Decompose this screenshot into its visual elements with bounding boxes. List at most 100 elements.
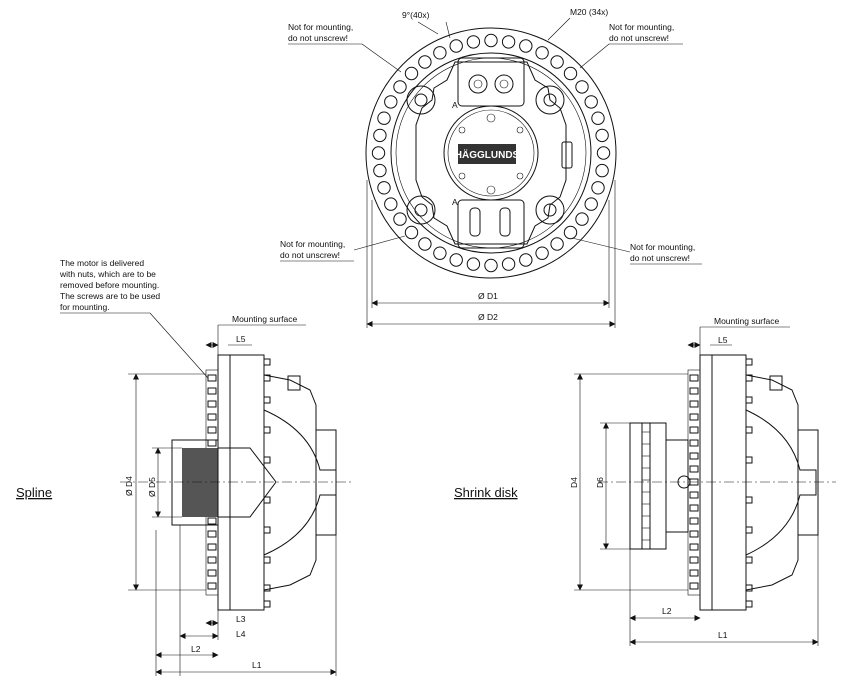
mount-nut [689,582,699,590]
bolt-hole [550,237,564,251]
mount-nut [207,439,217,447]
flange-bolt [745,426,753,434]
bolt-hole [563,225,578,240]
bolt-hole [501,257,516,271]
spline-mounting-surface: Mounting surface [232,314,297,324]
brand-text: HÄGGLUNDS [455,148,520,161]
mount-nut [689,504,699,512]
motor-housing-outline [415,61,567,245]
bolt-angle-label: 9°(40x) [402,10,430,20]
inner-flange-circle [390,52,592,254]
flange-bolt [263,426,271,434]
shrink-disk-view: Shrink disk Mounting surface L5 D4 D6 [454,316,836,646]
shrink-d6: D6 [595,477,605,488]
flange-bolt [263,600,271,608]
shrink-title: Shrink disk [454,485,518,500]
svg-text:do not unscrew!: do not unscrew! [288,33,348,43]
mount-nut [207,569,217,577]
shrink-d4: D4 [569,477,579,488]
bolt-hole [393,212,407,226]
spline-bolts-right [263,358,271,608]
spline-title: Spline [16,485,52,500]
bolt-hole [433,246,447,260]
mount-nut [207,400,217,408]
shrink-rear-cover [797,429,819,536]
center-cover-inner [447,109,535,197]
port-a-bottom [469,207,481,237]
flange-bolt [745,358,753,366]
spline-note: The motor is delivered with nuts, which … [59,258,209,379]
port-mark-top: A [452,100,458,110]
mount-nut [689,530,699,538]
flange-bolt [263,496,271,504]
spline-d4: Ø D4 [124,476,134,496]
bolt-hole [563,66,578,81]
bolt-hole [418,237,432,251]
mount-nut [689,517,699,525]
mount-nut [207,556,217,564]
svg-text:with nuts, which are to be: with nuts, which are to be [59,269,156,279]
bolt-hole [535,46,549,60]
flange-bolt [263,556,271,564]
spline-l5: L5 [236,334,246,344]
bolt-hole [466,257,481,271]
mount-nut [207,582,217,590]
mount-nut [689,569,699,577]
flange-bolt [263,526,271,534]
bolt-hole [373,128,387,143]
bolt-hole [449,253,463,267]
front-view: HÄGGLUNDS A A Not for mounting [280,7,702,328]
bolt-hole [384,197,398,211]
flange-bolt [263,396,271,404]
shrink-housing [745,374,799,591]
bolt-hole-ring [371,33,611,273]
mount-nut [207,517,217,525]
svg-text:The screws are to be used: The screws are to be used [60,291,160,301]
port-b-bottom [499,207,511,237]
spline-view: Spline The motor is delivered with nuts,… [16,258,352,676]
boss-top-right [535,85,565,115]
bolt-hole [377,111,391,125]
bolt-hole [384,95,398,109]
bolt-thread-label: M20 (34x) [570,7,608,17]
shrink-disk-ring-1 [629,422,643,550]
bolt-hole [575,212,589,226]
bolt-hole [433,46,447,60]
spline-teeth [182,448,218,517]
center-cover [443,105,539,201]
mount-nut [689,387,699,395]
boss-top-left [406,85,436,115]
flange-bolt [745,600,753,608]
shrink-l1: L1 [718,630,728,640]
bolt-hole [484,33,498,48]
mount-nut [689,465,699,473]
svg-text:Not for mounting,: Not for mounting, [609,22,674,32]
spline-main-flange [229,354,265,611]
shrink-disk-ring-3 [649,422,667,550]
shrink-sensor [769,375,783,391]
port-a-top [468,74,488,94]
bolt-hole [519,39,533,53]
mount-nut [689,491,699,499]
flange-bolt [745,496,753,504]
bolt-hole [550,55,564,69]
bolt-hole [595,163,609,178]
d1-label: Ø D1 [478,291,498,301]
boss-bottom-right [535,195,565,225]
mount-nut [689,452,699,460]
bolt-hole [484,258,498,273]
mount-nut [689,374,699,382]
warning-top-left: Not for mounting, do not unscrew! [288,22,402,73]
bolt-hole [404,225,419,240]
warning-bottom-right: Not for mounting, do not unscrew! [571,237,702,265]
top-valve-block [457,57,525,107]
shrink-l2: L2 [662,606,672,616]
svg-text:do not unscrew!: do not unscrew! [280,250,340,260]
mount-nut [207,374,217,382]
mount-nut [689,439,699,447]
brand-plate [458,144,516,164]
bolt-hole [501,35,516,49]
shrink-disk-bolts [642,431,650,541]
